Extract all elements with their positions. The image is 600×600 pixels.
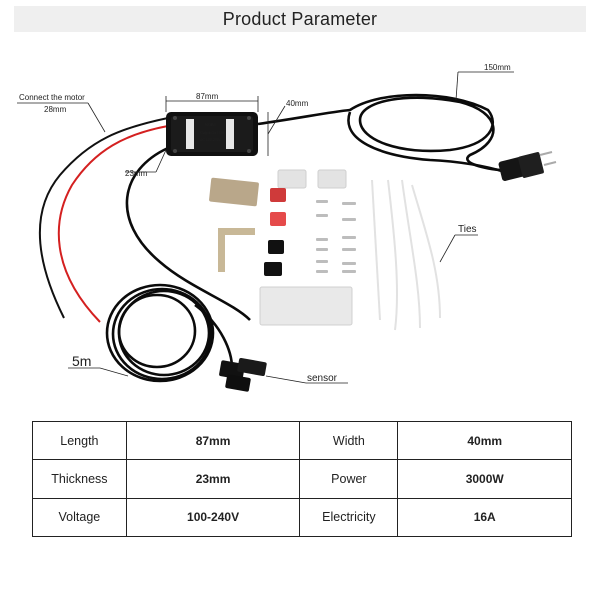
spec-value-width: 40mm <box>397 420 572 461</box>
dim-28-label: 28mm <box>44 105 67 114</box>
connect-motor-label: Connect the motor <box>19 93 85 102</box>
spec-table: Length 87mm Width 40mm Thickness 23mm Po… <box>32 420 572 538</box>
cable-ties <box>371 179 441 331</box>
spec-label-power: Power <box>299 459 399 499</box>
spec-value-length: 87mm <box>125 420 301 461</box>
device-brand-text: NOBY <box>205 122 217 127</box>
magnetic-sensor <box>219 357 267 392</box>
spec-label-length: Length <box>32 420 127 461</box>
spec-value-thickness: 23mm <box>125 459 301 499</box>
page-title: Product Parameter <box>222 8 378 29</box>
dim-87-label: 87mm <box>196 92 219 101</box>
device-voltage-text: AC 100-240V <box>200 138 222 142</box>
sensor-label: sensor <box>307 373 338 384</box>
spec-value-power: 3000W <box>397 459 572 499</box>
table-row: Voltage 100-240V Electricity 16A <box>32 497 572 538</box>
spec-label-voltage: Voltage <box>32 497 127 538</box>
spec-label-electricity: Electricity <box>299 497 399 538</box>
spec-value-voltage: 100-240V <box>125 497 301 538</box>
power-cable <box>257 93 506 174</box>
spec-label-thickness: Thickness <box>32 459 127 499</box>
black-motor-wire <box>38 117 169 319</box>
device-face-text: Output On / Off <box>200 131 224 135</box>
dimension-lines <box>17 71 514 384</box>
ties-label: Ties <box>458 224 477 235</box>
motor-wires <box>38 117 169 323</box>
product-photo: NOBY Output On / Off AC 100-240V <box>17 63 557 392</box>
accessories <box>209 169 441 331</box>
header-bar: Product Parameter <box>14 6 586 32</box>
power-plug <box>498 151 557 181</box>
dim-40-label: 40mm <box>286 99 309 108</box>
cable-5m-label: 5m <box>72 353 91 369</box>
controller-box: NOBY Output On / Off AC 100-240V <box>166 112 258 156</box>
spec-value-electricity: 16A <box>397 497 572 538</box>
red-motor-wire <box>57 125 169 323</box>
table-row: Thickness 23mm Power 3000W <box>32 459 572 499</box>
dim-150-label: 150mm <box>484 63 511 72</box>
spec-label-width: Width <box>299 420 399 461</box>
table-row: Length 87mm Width 40mm <box>32 420 572 461</box>
dim-23-label: 23mm <box>125 169 148 178</box>
